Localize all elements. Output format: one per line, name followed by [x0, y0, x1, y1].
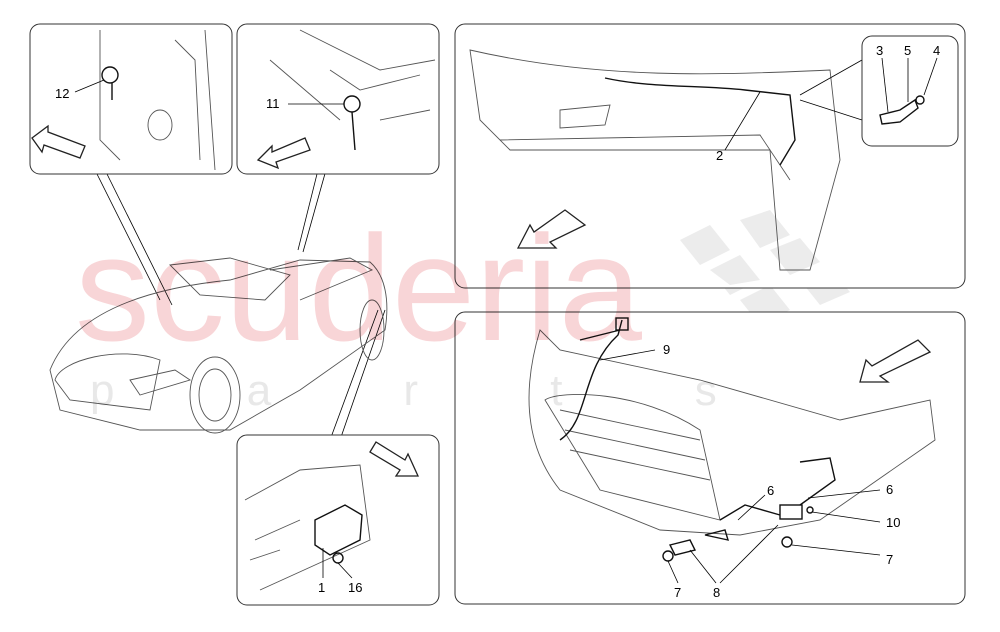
- callout-3: 3: [876, 43, 883, 58]
- front-bumper-panel: [454, 311, 966, 605]
- callout-10: 10: [886, 515, 900, 530]
- direction-arrow-icon: [256, 137, 311, 170]
- sensor-detail-illustration: [879, 95, 925, 125]
- callout-6b: 6: [886, 482, 893, 497]
- callout-12: 12: [55, 86, 69, 101]
- callout-5: 5: [904, 43, 911, 58]
- callout-11: 11: [266, 96, 280, 111]
- car-overview-illustration: [49, 257, 388, 434]
- callout-16: 16: [348, 580, 362, 595]
- direction-arrow-icon: [369, 441, 420, 477]
- inset-panel-11: [236, 23, 440, 175]
- callout-7a: 7: [674, 585, 681, 600]
- callout-6a: 6: [767, 483, 774, 498]
- callout-4: 4: [933, 43, 940, 58]
- inset-panel-12: [29, 23, 233, 175]
- callout-1: 1: [318, 580, 325, 595]
- direction-arrow-icon: [516, 209, 587, 249]
- inset-1-16-illustration: [244, 464, 371, 591]
- callout-7b: 7: [886, 552, 893, 567]
- direction-arrow-icon: [859, 339, 932, 383]
- inset-panel-3-5-4: [861, 35, 959, 147]
- rear-bumper-illustration: [469, 49, 841, 271]
- front-bumper-illustration: [528, 317, 936, 562]
- callout-8: 8: [713, 585, 720, 600]
- inset-12-illustration: [99, 29, 216, 171]
- callout-2: 2: [716, 148, 723, 163]
- direction-arrow-icon: [31, 124, 86, 159]
- rear-bumper-panel: [454, 23, 966, 289]
- leader-lines: [94, 169, 386, 441]
- callout-9: 9: [663, 342, 670, 357]
- inset-panel-1-16: [236, 434, 440, 606]
